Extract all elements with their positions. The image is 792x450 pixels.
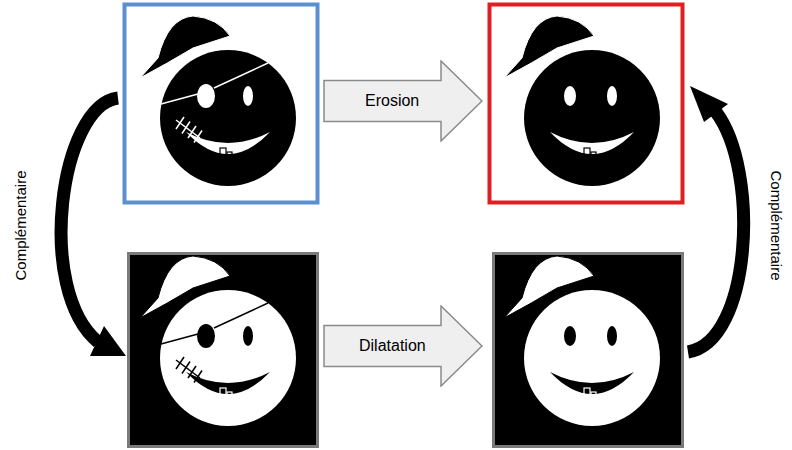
smile (550, 132, 634, 154)
eye (243, 326, 253, 346)
block-arrow: Erosion (323, 60, 483, 142)
tooth (220, 388, 226, 396)
original-panel (125, 5, 318, 203)
block-arrow-outline (324, 61, 482, 141)
eye-patch-strap (161, 303, 268, 344)
scar-stitch (176, 357, 184, 369)
tooth (591, 392, 596, 398)
eye (243, 86, 253, 106)
dilated-panel (494, 254, 683, 447)
scar-stitch (194, 371, 202, 383)
smiley-face (140, 16, 296, 186)
scar-stitch (188, 126, 196, 138)
tooth (227, 152, 232, 158)
tooth (584, 148, 590, 156)
scar-stitch (182, 122, 190, 134)
eye (197, 324, 215, 348)
complement-panel (129, 254, 318, 447)
curved-arrow (688, 112, 744, 352)
smiley-face (140, 256, 296, 426)
scar-stitch (194, 131, 202, 143)
smiley-face (504, 16, 660, 186)
block-arrow: Dilatation (323, 305, 483, 387)
face-disc (160, 50, 296, 186)
side-label: Complémentaire (768, 170, 785, 280)
eye-patch-strap (161, 63, 268, 104)
arrow-head (690, 86, 728, 122)
tooth (584, 388, 590, 396)
smile (550, 372, 634, 394)
arrow-head (90, 326, 126, 356)
face-disc (160, 290, 296, 426)
block-arrow-outline (324, 306, 482, 386)
tooth (227, 392, 232, 398)
eye (607, 86, 617, 106)
operation-label: Dilatation (359, 337, 426, 355)
eye (607, 326, 617, 346)
side-label: Complémentaire (12, 170, 29, 280)
smiley-face (504, 256, 660, 426)
tooth (220, 148, 226, 156)
scar-stitch (176, 117, 184, 129)
face-disc (524, 50, 660, 186)
curved-arrow (61, 98, 118, 342)
eroded-panel (490, 5, 683, 203)
scar-stitch (182, 362, 190, 374)
eye (564, 326, 576, 346)
tooth (591, 152, 596, 158)
scar-stitch (188, 366, 196, 378)
eye (564, 86, 576, 106)
operation-label: Erosion (365, 92, 419, 110)
eye (197, 84, 215, 108)
face-disc (524, 290, 660, 426)
